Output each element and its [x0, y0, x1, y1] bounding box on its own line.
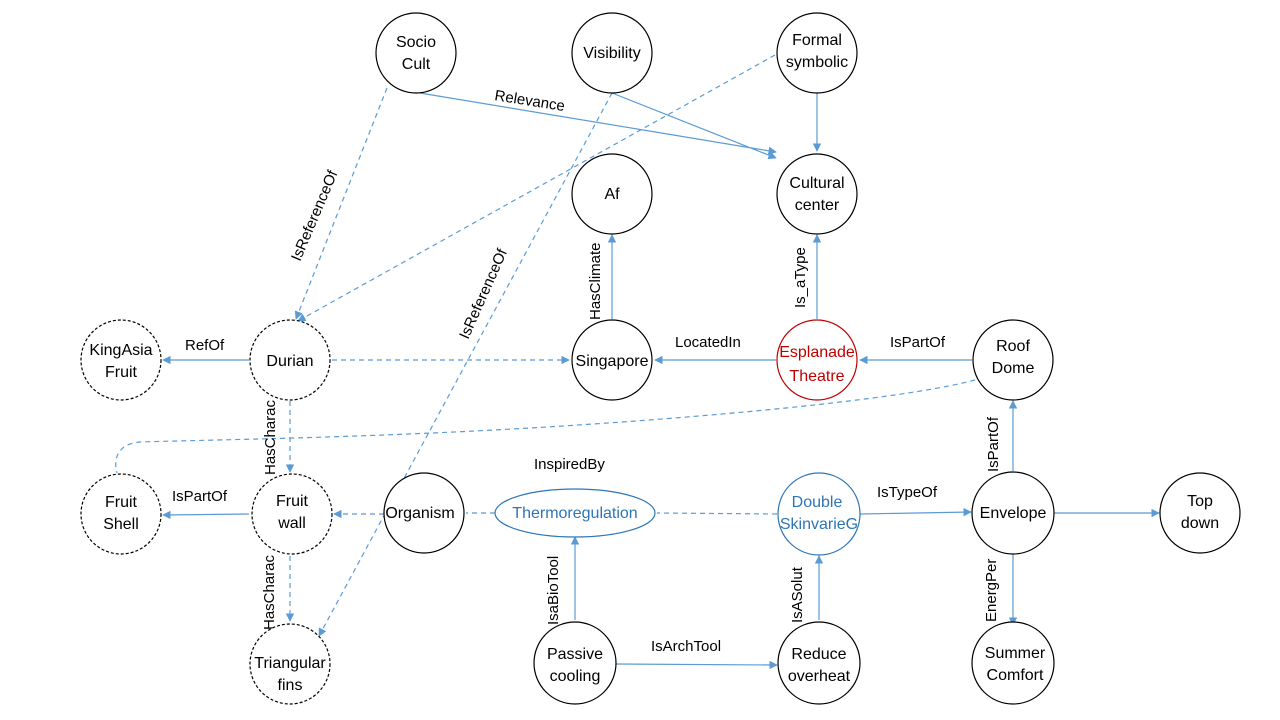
svg-text:Af: Af: [604, 186, 620, 203]
node-triangular-fins: Triangular fins: [249, 623, 331, 705]
svg-text:Fruit: Fruit: [105, 494, 138, 511]
svg-text:cooling: cooling: [550, 668, 601, 685]
svg-text:Top: Top: [1187, 493, 1213, 510]
svg-text:center: center: [795, 197, 840, 214]
svg-text:Summer: Summer: [985, 645, 1046, 662]
svg-text:Roof: Roof: [996, 338, 1030, 355]
node-af: Af: [571, 153, 653, 235]
edge-label-locatedin: LocatedIn: [675, 334, 741, 351]
svg-text:Visibility: Visibility: [583, 45, 641, 62]
svg-text:Esplanade: Esplanade: [779, 344, 855, 361]
svg-text:symbolic: symbolic: [786, 54, 848, 71]
svg-text:Organism: Organism: [385, 505, 454, 522]
svg-text:Passive: Passive: [547, 646, 603, 663]
edge-label-isabiotool: IsaBioTool: [545, 556, 562, 625]
node-formal-symbolic: Formal symbolic: [776, 12, 858, 94]
edge-socio-cultural: [419, 92, 777, 155]
edge-label-ispartof-1: IsPartOf: [890, 334, 946, 351]
svg-text:Triangular: Triangular: [254, 655, 326, 672]
svg-text:overheat: overheat: [788, 668, 851, 685]
edge-label-refof: RefOf: [185, 337, 225, 354]
edge-label-ispartof-3: IsPartOf: [985, 416, 1002, 472]
node-top-down: Top down: [1159, 472, 1241, 554]
edge-label-is-atype: Is_aType: [792, 247, 809, 308]
edge-label-energper: EnergPer: [983, 559, 1000, 622]
node-cultural-center: Cultural center: [776, 153, 858, 235]
svg-text:Singapore: Singapore: [576, 353, 649, 370]
svg-text:Envelope: Envelope: [980, 505, 1047, 522]
node-organism: Organism: [383, 472, 465, 554]
svg-text:Reduce: Reduce: [791, 646, 846, 663]
edge-label-inspiredby: InspiredBy: [534, 456, 605, 473]
svg-text:Shell: Shell: [103, 516, 139, 533]
edge-visibility-cultural: [611, 92, 777, 160]
nodes: Socio Cult Visibility Formal symbolic Af…: [80, 12, 1241, 705]
node-durian: Durian: [249, 319, 331, 401]
svg-text:wall: wall: [277, 515, 306, 532]
node-double-skin: Double SkinvarieG: [777, 472, 861, 556]
node-esplanade-theatre: Esplanade Theatre: [776, 319, 858, 401]
svg-text:Cult: Cult: [402, 56, 431, 73]
svg-text:Dome: Dome: [992, 360, 1035, 377]
node-reduce-overheat: Reduce overheat: [777, 621, 861, 705]
svg-text:Theatre: Theatre: [789, 368, 844, 385]
edge-label-hascharac-2: HasCharac: [261, 554, 278, 630]
edge-doubleskin-envelope: [859, 507, 972, 517]
edges: [115, 54, 1160, 670]
node-visibility: Visibility: [571, 12, 653, 94]
edge-label-hascharac-1: HasCharac: [262, 399, 279, 475]
edge-label-ispartof-2: IsPartOf: [172, 488, 228, 505]
svg-text:Comfort: Comfort: [987, 667, 1044, 684]
edge-label-isarchtool: IsArchTool: [651, 638, 721, 655]
edge-label-isreferenceof-1: IsReferenceOf: [288, 167, 342, 263]
svg-text:Double: Double: [792, 494, 843, 511]
svg-text:Formal: Formal: [792, 32, 842, 49]
svg-text:Thermoregulation: Thermoregulation: [512, 505, 637, 522]
edge-label-hasclimate: HasClimate: [587, 242, 604, 320]
node-kingasia-fruit: KingAsia Fruit: [80, 319, 162, 401]
edge-passive-reduce: [615, 660, 778, 670]
svg-text:KingAsia: KingAsia: [89, 342, 152, 359]
node-envelope: Envelope: [971, 471, 1055, 555]
node-summer-comfort: Summer Comfort: [971, 621, 1055, 705]
edge-label-isreferenceof-2: IsReferenceOf: [456, 246, 511, 342]
svg-text:Durian: Durian: [266, 353, 313, 370]
node-thermoregulation: Thermoregulation: [494, 488, 656, 538]
node-fruit-shell: Fruit Shell: [80, 473, 162, 555]
svg-text:Cultural: Cultural: [789, 175, 844, 192]
svg-text:fins: fins: [278, 677, 303, 694]
svg-text:Fruit: Fruit: [276, 493, 309, 510]
node-singapore: Singapore: [571, 319, 653, 401]
edge-fruitwall-fruitshell: [162, 510, 250, 520]
svg-text:Socio: Socio: [396, 34, 436, 51]
edge-roof-fruitshell: [115, 379, 976, 474]
svg-text:Fruit: Fruit: [105, 364, 138, 381]
node-roof-dome: Roof Dome: [972, 319, 1054, 401]
edge-label-istypeof: IsTypeOf: [877, 484, 938, 501]
node-passive-cooling: Passive cooling: [533, 621, 617, 705]
edge-doubleskin-thermo: [656, 512, 778, 515]
node-socio-cult: Socio Cult: [375, 12, 457, 94]
svg-text:SkinvarieG: SkinvarieG: [780, 516, 858, 533]
node-fruit-wall: Fruit wall: [251, 473, 333, 555]
svg-text:down: down: [1181, 515, 1219, 532]
edge-formal-durian: [297, 54, 776, 322]
edge-visibility-triangular: [318, 92, 613, 637]
edge-label-isasolut: IsASolut: [789, 566, 806, 623]
